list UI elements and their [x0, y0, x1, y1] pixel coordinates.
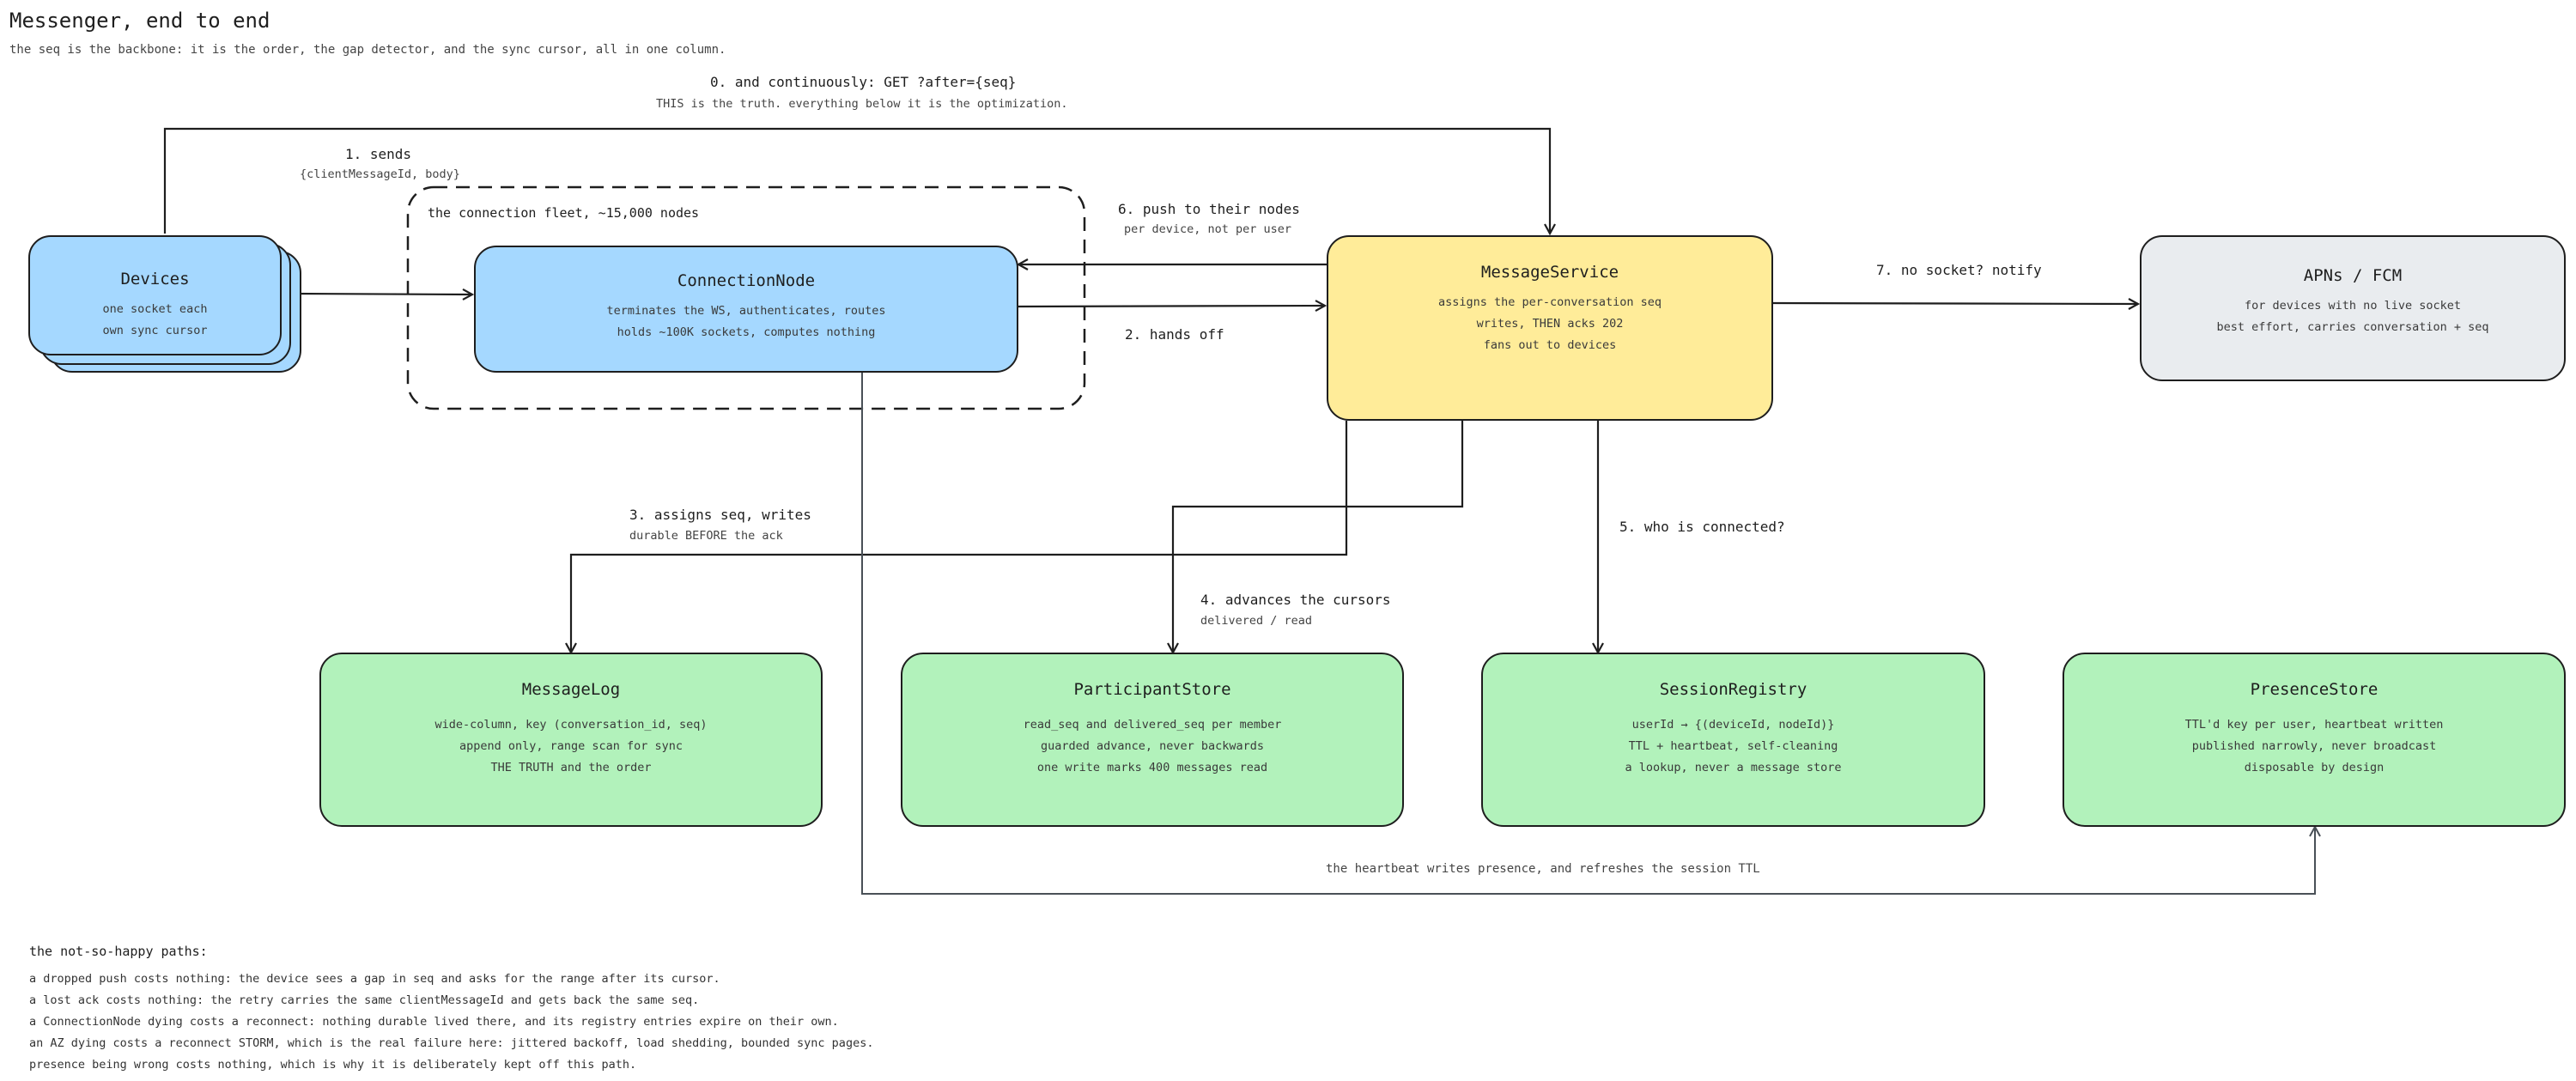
message-service-node: MessageService assigns the per-conversat… [1327, 235, 1773, 421]
notes-title: the not-so-happy paths: [29, 944, 208, 959]
participant-store-line: guarded advance, never backwards [1040, 739, 1265, 753]
edge-3-sub: durable BEFORE the ack [629, 529, 783, 543]
message-log-node: MessageLog wide-column, key (conversatio… [319, 653, 823, 827]
connection-node-name: ConnectionNode [677, 271, 816, 290]
edge-heartbeat-label: the heartbeat writes presence, and refre… [1326, 862, 1760, 876]
session-registry-node: SessionRegistry userId → {(deviceId, nod… [1481, 653, 1985, 827]
edge-7-notify [1772, 303, 2138, 304]
connection-node-line: terminates the WS, authenticates, routes [606, 304, 886, 318]
edge-7-label: 7. no socket? notify [1876, 262, 2042, 278]
note-item: presence being wrong costs nothing, whic… [29, 1058, 637, 1072]
apns-fcm-line: best effort, carries conversation + seq [2216, 320, 2489, 334]
edge-heartbeat [861, 373, 2315, 895]
message-log-line: append only, range scan for sync [459, 739, 683, 753]
connection-fleet-boundary [406, 185, 1086, 410]
message-service-name: MessageService [1480, 263, 1619, 282]
participant-store-line: read_seq and delivered_seq per member [1023, 718, 1282, 732]
connection-fleet-label: the connection fleet, ~15,000 nodes [428, 205, 700, 221]
diagram-title: Messenger, end to end [9, 9, 270, 33]
devices-node: Devices one socket each own sync cursor [28, 235, 282, 355]
edge-1-label: 1. sends [345, 146, 412, 162]
presence-store-node: PresenceStore TTL'd key per user, heartb… [2063, 653, 2566, 827]
edge-3-label: 3. assigns seq, writes [629, 507, 811, 523]
edge-0-sync [163, 127, 1550, 234]
edge-0-label: 0. and continuously: GET ?after={seq} [710, 74, 1017, 90]
edge-4-cursors [1173, 421, 1464, 653]
edge-1-sub: {clientMessageId, body} [300, 167, 460, 181]
devices-line: own sync cursor [102, 324, 208, 337]
presence-store-line: published narrowly, never broadcast [2191, 739, 2437, 753]
message-service-line: assigns the per-conversation seq [1437, 295, 1662, 309]
apns-fcm-line: for devices with no live socket [2245, 299, 2461, 313]
session-registry-line: userId → {(deviceId, nodeId)} [1631, 718, 1835, 732]
note-item: a dropped push costs nothing: the device… [29, 972, 720, 986]
connection-node-line: holds ~100K sockets, computes nothing [617, 325, 876, 339]
edge-2-label: 2. hands off [1125, 326, 1224, 343]
edge-4-label: 4. advances the cursors [1200, 592, 1391, 608]
diagram-subtitle: the seq is the backbone: it is the order… [9, 43, 726, 57]
edge-6-sub: per device, not per user [1124, 222, 1292, 236]
session-registry-name: SessionRegistry [1659, 680, 1807, 699]
apns-fcm-name: APNs / FCM [2303, 266, 2403, 285]
devices-name: Devices [120, 270, 190, 288]
presence-store-name: PresenceStore [2250, 680, 2379, 699]
apns-fcm-node: APNs / FCM for devices with no live sock… [2140, 235, 2566, 381]
session-registry-line: TTL + heartbeat, self-cleaning [1628, 739, 1838, 753]
message-service-line: writes, THEN acks 202 [1476, 317, 1624, 331]
edge-5-label: 5. who is connected? [1619, 519, 1785, 535]
message-service-line: fans out to devices [1483, 338, 1617, 352]
note-item: a ConnectionNode dying costs a reconnect… [29, 1015, 839, 1029]
presence-store-line: disposable by design [2244, 761, 2385, 774]
presence-store-line: TTL'd key per user, heartbeat written [2184, 718, 2444, 732]
message-log-line: wide-column, key (conversation_id, seq) [434, 718, 708, 732]
edge-6-label: 6. push to their nodes [1118, 201, 1300, 217]
message-log-name: MessageLog [521, 680, 621, 699]
session-registry-line: a lookup, never a message store [1625, 761, 1842, 774]
participant-store-node: ParticipantStore read_seq and delivered_… [901, 653, 1404, 827]
participant-store-line: one write marks 400 messages read [1036, 761, 1268, 774]
participant-store-name: ParticipantStore [1073, 680, 1231, 699]
edge-4-sub: delivered / read [1200, 614, 1313, 628]
note-item: an AZ dying costs a reconnect STORM, whi… [29, 1036, 874, 1050]
message-log-line: THE TRUTH and the order [490, 761, 652, 774]
edge-2-hands-off [1018, 306, 1325, 307]
edge-0-sub: THIS is the truth. everything below it i… [656, 97, 1068, 111]
devices-line: one socket each [102, 302, 208, 316]
connection-node: ConnectionNode terminates the WS, authen… [474, 246, 1018, 373]
note-item: a lost ack costs nothing: the retry carr… [29, 993, 700, 1007]
edge-1-sends [291, 294, 472, 295]
edge-3-writes [571, 421, 1348, 653]
